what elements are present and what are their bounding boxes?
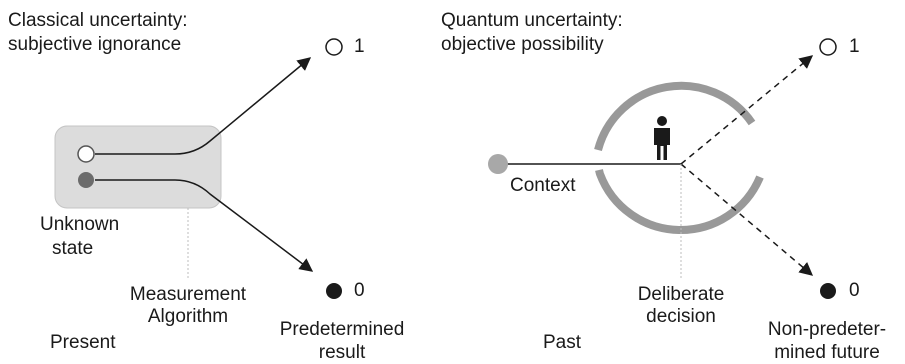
dashed-path-to-zero	[680, 163, 814, 276]
open-state-dot	[77, 145, 95, 163]
present-label: Present	[50, 332, 116, 353]
measurement-line1: Measurement	[129, 284, 247, 305]
left-title-line2: subjective ignorance	[8, 34, 182, 55]
open-circle-icon	[325, 38, 343, 56]
decision-line1: Deliberate	[637, 284, 725, 305]
measurement-box	[54, 125, 222, 209]
right-title-line2: objective possibility	[441, 34, 604, 55]
decision-line2: decision	[646, 306, 716, 327]
unknown-state-line1: Unknown	[40, 214, 120, 235]
left-outcome-zero-label: 0	[354, 280, 365, 301]
open-circle-icon	[819, 38, 837, 56]
filled-circle-icon	[326, 283, 342, 299]
measurement-line2: Algorithm	[147, 306, 229, 327]
left-outcome-one-label: 1	[354, 36, 365, 57]
filled-state-dot	[78, 172, 94, 188]
path-to-zero	[95, 179, 314, 272]
right-title-line1: Quantum uncertainty:	[441, 10, 623, 31]
context-label: Context	[510, 175, 576, 196]
past-label: Past	[543, 332, 582, 353]
decision-ring-lower	[595, 169, 764, 234]
right-outcome-one-label: 1	[849, 36, 860, 57]
decision-ring-upper	[594, 81, 756, 152]
left-title-line1: Classical uncertainty:	[8, 10, 188, 31]
right-outcome-zero-label: 0	[849, 280, 860, 301]
path-to-one	[95, 57, 312, 155]
person-icon	[654, 116, 670, 160]
filled-circle-icon	[820, 283, 836, 299]
context-dot	[488, 154, 508, 174]
unknown-state-line2: state	[52, 238, 94, 259]
result-line1: Predetermined	[279, 319, 405, 340]
result-line2: result	[318, 342, 366, 363]
future-line1: Non-predeter-	[767, 319, 887, 340]
future-line2: mined future	[774, 342, 880, 363]
